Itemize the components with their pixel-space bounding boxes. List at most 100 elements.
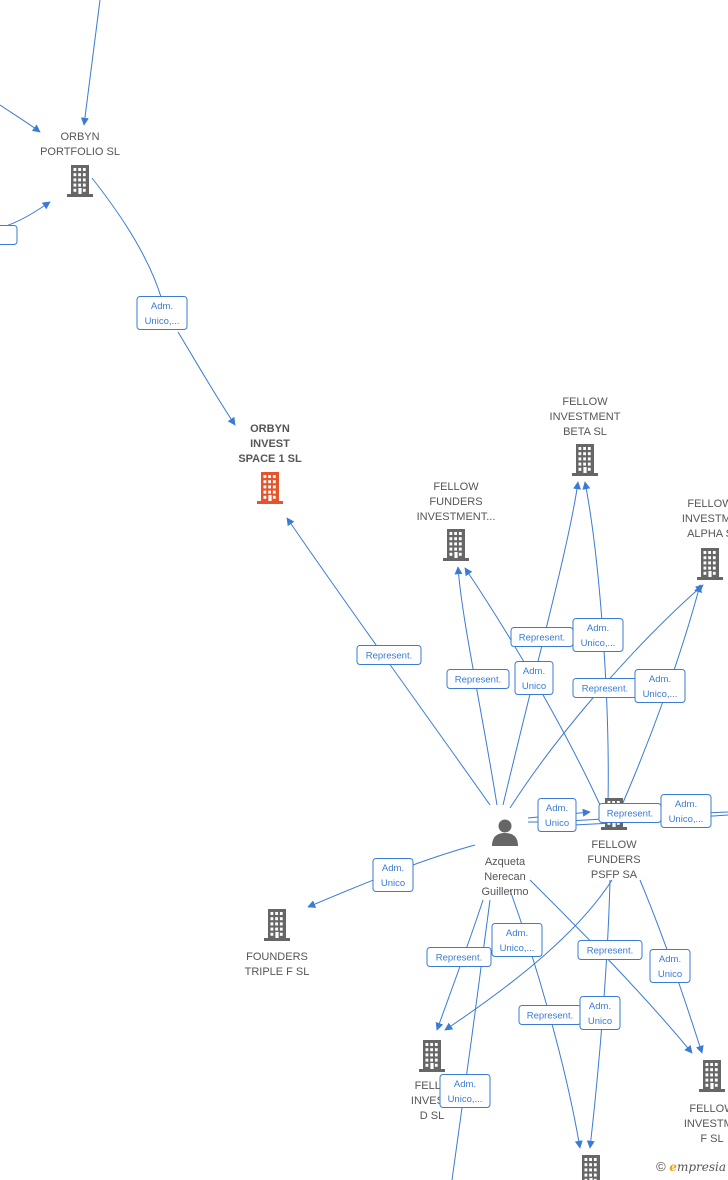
node-label: PSFP SA	[591, 869, 638, 881]
node-label: FELLOW	[591, 839, 637, 851]
edge-label-text: Represent.	[519, 633, 565, 644]
edge-label-text: Represent.	[607, 809, 653, 820]
edge-label[interactable]: Adm.Unico,...	[439, 1074, 491, 1108]
edge-label[interactable]: Adm. Unico	[649, 949, 691, 983]
edge-label[interactable]: Adm.Unico,...	[136, 296, 188, 330]
edge-label-text: Adm.	[151, 301, 173, 312]
edge-label-text: Unico,...	[581, 638, 616, 649]
edge-label[interactable]: Adm.Unico	[372, 858, 414, 892]
edge-line	[91, 177, 163, 301]
node-fellow-f[interactable]: FELLOW INVESTME F SL	[684, 1060, 728, 1145]
edge-label-text: Adm.	[589, 1001, 611, 1012]
node-label: INVESTME	[684, 1118, 728, 1130]
node-label: FELLOW	[687, 498, 728, 510]
edge-label-text: Unico	[545, 818, 569, 829]
node-fellow-funders-inv[interactable]: FELLOW FUNDERS INVESTMENT...	[417, 481, 496, 561]
node-label: Guillermo	[481, 886, 528, 898]
edge-label-text: Adm.	[506, 928, 528, 939]
copyright-footer: © empresia	[656, 1159, 726, 1174]
edge-label-text: Adm.	[546, 803, 568, 814]
edge-label-text: Represent.	[366, 651, 412, 662]
node-label: INVESTMENT	[550, 411, 621, 423]
building-icon	[257, 472, 283, 504]
node-fellow-beta[interactable]: FELLOW INVESTMENT BETA SL	[550, 396, 621, 476]
node-label: INVESTME	[682, 513, 728, 525]
edge-label-text: Represent.	[587, 946, 633, 957]
edge-label[interactable]: t.	[0, 225, 18, 245]
edge-label-text: Represent.	[527, 1011, 573, 1022]
building-icon	[67, 165, 93, 197]
building-icon	[582, 1155, 600, 1180]
building-icon	[699, 1060, 725, 1092]
edge-label[interactable]: Represent.	[518, 1005, 582, 1025]
brand-logo[interactable]: empresia	[669, 1160, 726, 1174]
edge-label[interactable]: Adm. Unico	[537, 798, 577, 832]
node-label: Nerecan	[484, 871, 526, 883]
copyright-symbol: ©	[656, 1159, 666, 1174]
edge-label-text: Represent.	[455, 675, 501, 686]
node-orbyn-portfolio[interactable]: ORBYN PORTFOLIO SL	[40, 131, 120, 197]
node-label: ORBYN	[250, 423, 290, 435]
edge-line	[80, 0, 101, 126]
building-icon	[264, 909, 290, 941]
building-icon	[419, 1040, 445, 1072]
node-label: TRIPLE F SL	[245, 966, 310, 978]
node-label: FUNDERS	[429, 496, 482, 508]
node-label: FELLOW	[433, 481, 479, 493]
edge-label-text: Unico,...	[500, 943, 535, 954]
edge-label-text: Represent.	[436, 953, 482, 964]
node-label: FELLOW	[689, 1103, 728, 1115]
node-label: INVESTMENT...	[417, 511, 496, 523]
node-fellow-alpha[interactable]: FELLOW INVESTME ALPHA S	[682, 498, 728, 580]
edge-label[interactable]: Represent.	[510, 627, 574, 647]
node-founders-triple[interactable]: FOUNDERS TRIPLE F SL	[245, 909, 310, 978]
node-label: Azqueta	[485, 856, 526, 868]
edge-label[interactable]: Represent.	[577, 940, 643, 960]
edge-label[interactable]: Represent.	[356, 645, 422, 665]
building-icon	[697, 548, 723, 580]
edge-label-text: Adm.	[382, 863, 404, 874]
edge-label-text: Unico	[658, 969, 682, 980]
node-bottom-company[interactable]	[578, 1155, 604, 1180]
edge-label[interactable]: Represent.	[446, 669, 510, 689]
edge-label-text: Adm.	[587, 623, 609, 634]
edge-label-text: Unico	[522, 681, 546, 692]
node-label: FELLOW	[562, 396, 608, 408]
node-label: BETA SL	[563, 426, 607, 438]
edge-line	[444, 879, 613, 1031]
edge-label[interactable]: Represent.	[572, 678, 638, 698]
edge-label[interactable]: Adm.Unico,...	[634, 669, 686, 703]
edge-label-text: Adm.	[649, 674, 671, 685]
edge-label[interactable]: Represent.	[426, 947, 492, 967]
edge-labels-layer: Adm. Unico,... t. Represent. Represent. Adm. U…	[0, 225, 712, 1108]
edge-line	[502, 481, 581, 806]
node-label: F SL	[700, 1133, 723, 1145]
node-label: ALPHA S	[687, 528, 728, 540]
edge-label[interactable]: Adm. Unico,...	[660, 794, 712, 828]
edge-label-text: Represent.	[582, 684, 628, 695]
edge-line	[177, 331, 236, 426]
edge-label-text: Adm.	[659, 954, 681, 965]
person-icon	[492, 819, 518, 846]
node-label: PORTFOLIO SL	[40, 146, 120, 158]
edge-label[interactable]: Adm. Unico	[579, 996, 621, 1030]
edge-label[interactable]: Represent.	[598, 803, 662, 823]
edge-label-text: Unico	[588, 1016, 612, 1027]
node-label: ORBYN	[60, 131, 99, 143]
node-label: FOUNDERS	[246, 951, 308, 963]
edge-label[interactable]: Adm. Unico,...	[572, 618, 624, 652]
edge-label[interactable]: Adm.Unico	[514, 661, 554, 695]
edge-line	[0, 201, 51, 229]
edge-label-text: Adm.	[675, 799, 697, 810]
node-label: INVEST	[250, 438, 290, 450]
edge-label[interactable]: Adm. Unico,...	[491, 923, 543, 957]
building-icon	[572, 444, 598, 476]
edge-label-text: Unico,...	[448, 1094, 483, 1105]
edge-line	[454, 566, 498, 806]
edge-label-text: Unico,...	[669, 814, 704, 825]
edge-line	[451, 899, 491, 1180]
